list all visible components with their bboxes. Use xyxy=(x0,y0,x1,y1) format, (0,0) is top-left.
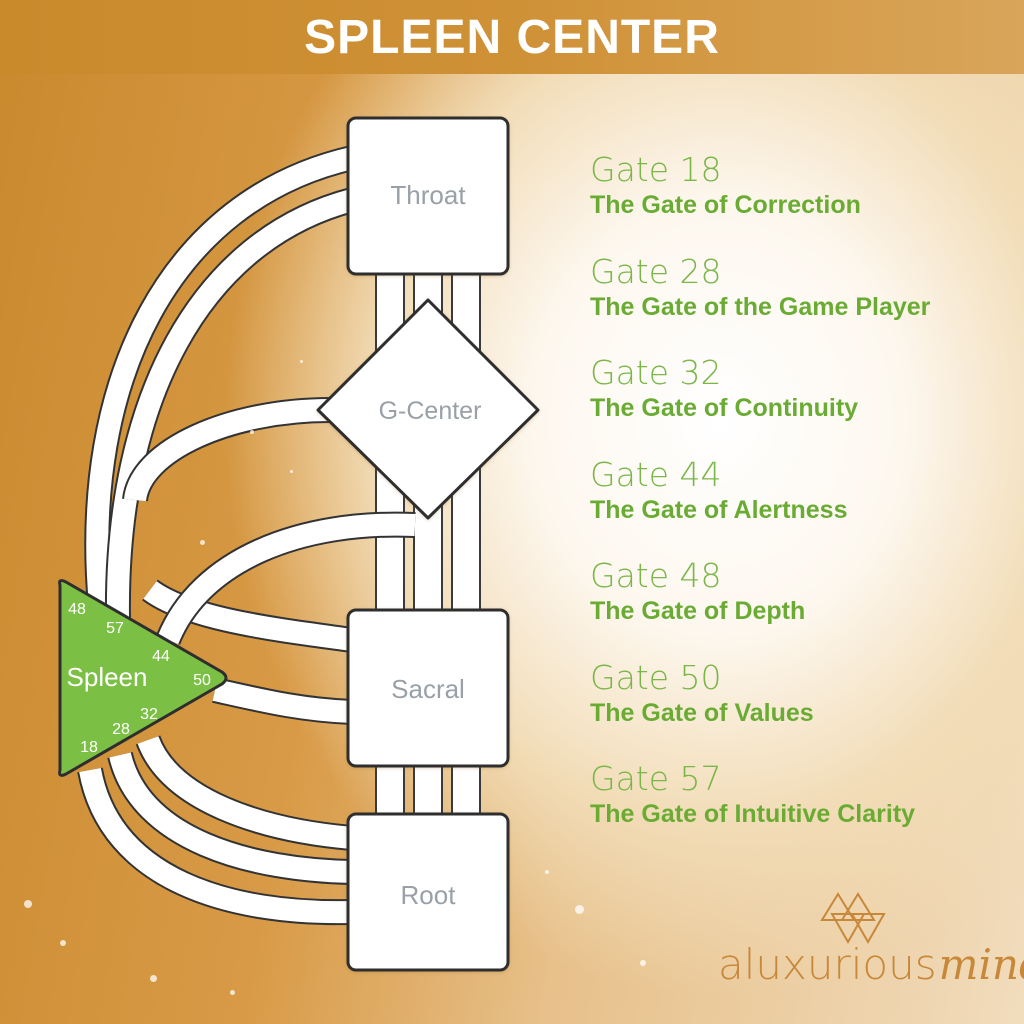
gate-number: Gate 28 xyxy=(590,251,722,291)
spleen-gate-32: 32 xyxy=(140,706,158,723)
title-banner: SPLEEN CENTER xyxy=(0,0,1024,74)
spleen-gate-44: 44 xyxy=(152,648,170,665)
brand-accent: mind xyxy=(938,940,1024,989)
gate-name: The Gate of Depth xyxy=(590,597,806,625)
spleen-gate-50: 50 xyxy=(193,672,211,689)
gate-item-48: Gate 48 The Gate of Depth xyxy=(590,556,1010,658)
gate-name: The Gate of the Game Player xyxy=(590,292,931,321)
gate-list: Gate 18 The Gate of Correction Gate 28 T… xyxy=(590,150,1010,861)
channel-sacral-root-mid xyxy=(413,764,443,816)
gate-item-32: Gate 32 The Gate of Continuity xyxy=(590,353,1010,455)
spleen-label: Spleen xyxy=(67,662,148,692)
sparkle xyxy=(545,870,549,874)
gate-number: Gate 50 xyxy=(590,657,722,697)
sparkle xyxy=(290,470,293,473)
sparkle xyxy=(575,905,584,914)
spleen-gate-28: 28 xyxy=(112,721,130,738)
sparkle xyxy=(24,900,32,908)
sparkle xyxy=(200,540,205,545)
brand-logo[interactable]: aluxuriousmind xyxy=(718,890,1024,1000)
spleen-gate-57: 57 xyxy=(106,620,124,637)
gate-name: The Gate of Alertness xyxy=(590,495,848,524)
brand-word: aluxurious xyxy=(718,940,937,989)
spleen-gate-18: 18 xyxy=(80,739,98,756)
root-label: Root xyxy=(401,880,457,910)
spleen-channels xyxy=(77,145,416,926)
channel-sacral-root-right xyxy=(451,764,481,816)
spleen-gate-48: 48 xyxy=(68,601,86,618)
sacral-center: Sacral xyxy=(346,608,510,768)
sacral-label: Sacral xyxy=(391,674,465,704)
gate-name: The Gate of Values xyxy=(590,698,814,727)
gate-name: The Gate of Continuity xyxy=(590,394,859,422)
gate-number: Gate 32 xyxy=(590,353,722,392)
sparkle xyxy=(180,330,183,333)
gate-number: Gate 48 xyxy=(590,556,722,595)
sparkle xyxy=(250,430,254,434)
throat-center: Throat xyxy=(346,116,510,276)
gate-number: Gate 44 xyxy=(590,454,722,494)
brand-wordmark: aluxuriousmind xyxy=(718,940,1024,989)
sparkle xyxy=(150,975,157,982)
throat-label: Throat xyxy=(390,180,466,210)
g-center: G-Center xyxy=(316,298,540,520)
channel-sacral-root-left xyxy=(375,764,405,816)
gate-name: The Gate of Correction xyxy=(590,191,861,219)
gate-item-44: Gate 44 The Gate of Alertness xyxy=(590,455,1010,557)
triangle-logo-icon xyxy=(820,892,886,945)
page-title: SPLEEN CENTER xyxy=(304,10,720,64)
gate-item-57: Gate 57 The Gate of Intuitive Clarity xyxy=(590,759,1010,861)
gate-number: Gate 57 xyxy=(590,759,722,798)
root-center: Root xyxy=(346,812,510,972)
sparkle xyxy=(230,990,235,995)
spleen-center: Spleen 48 57 44 50 32 28 18 xyxy=(58,579,228,777)
sparkle xyxy=(60,940,66,946)
gate-item-18: Gate 18 The Gate of Correction xyxy=(590,150,1010,252)
sparkle xyxy=(640,960,646,966)
gate-item-28: Gate 28 The Gate of the Game Player xyxy=(590,252,1010,354)
gate-name: The Gate of Intuitive Clarity xyxy=(590,800,916,828)
sparkle xyxy=(300,360,303,363)
gate-item-50: Gate 50 The Gate of Values xyxy=(590,658,1010,760)
g-center-label: G-Center xyxy=(379,397,482,425)
gate-number: Gate 18 xyxy=(590,150,722,189)
